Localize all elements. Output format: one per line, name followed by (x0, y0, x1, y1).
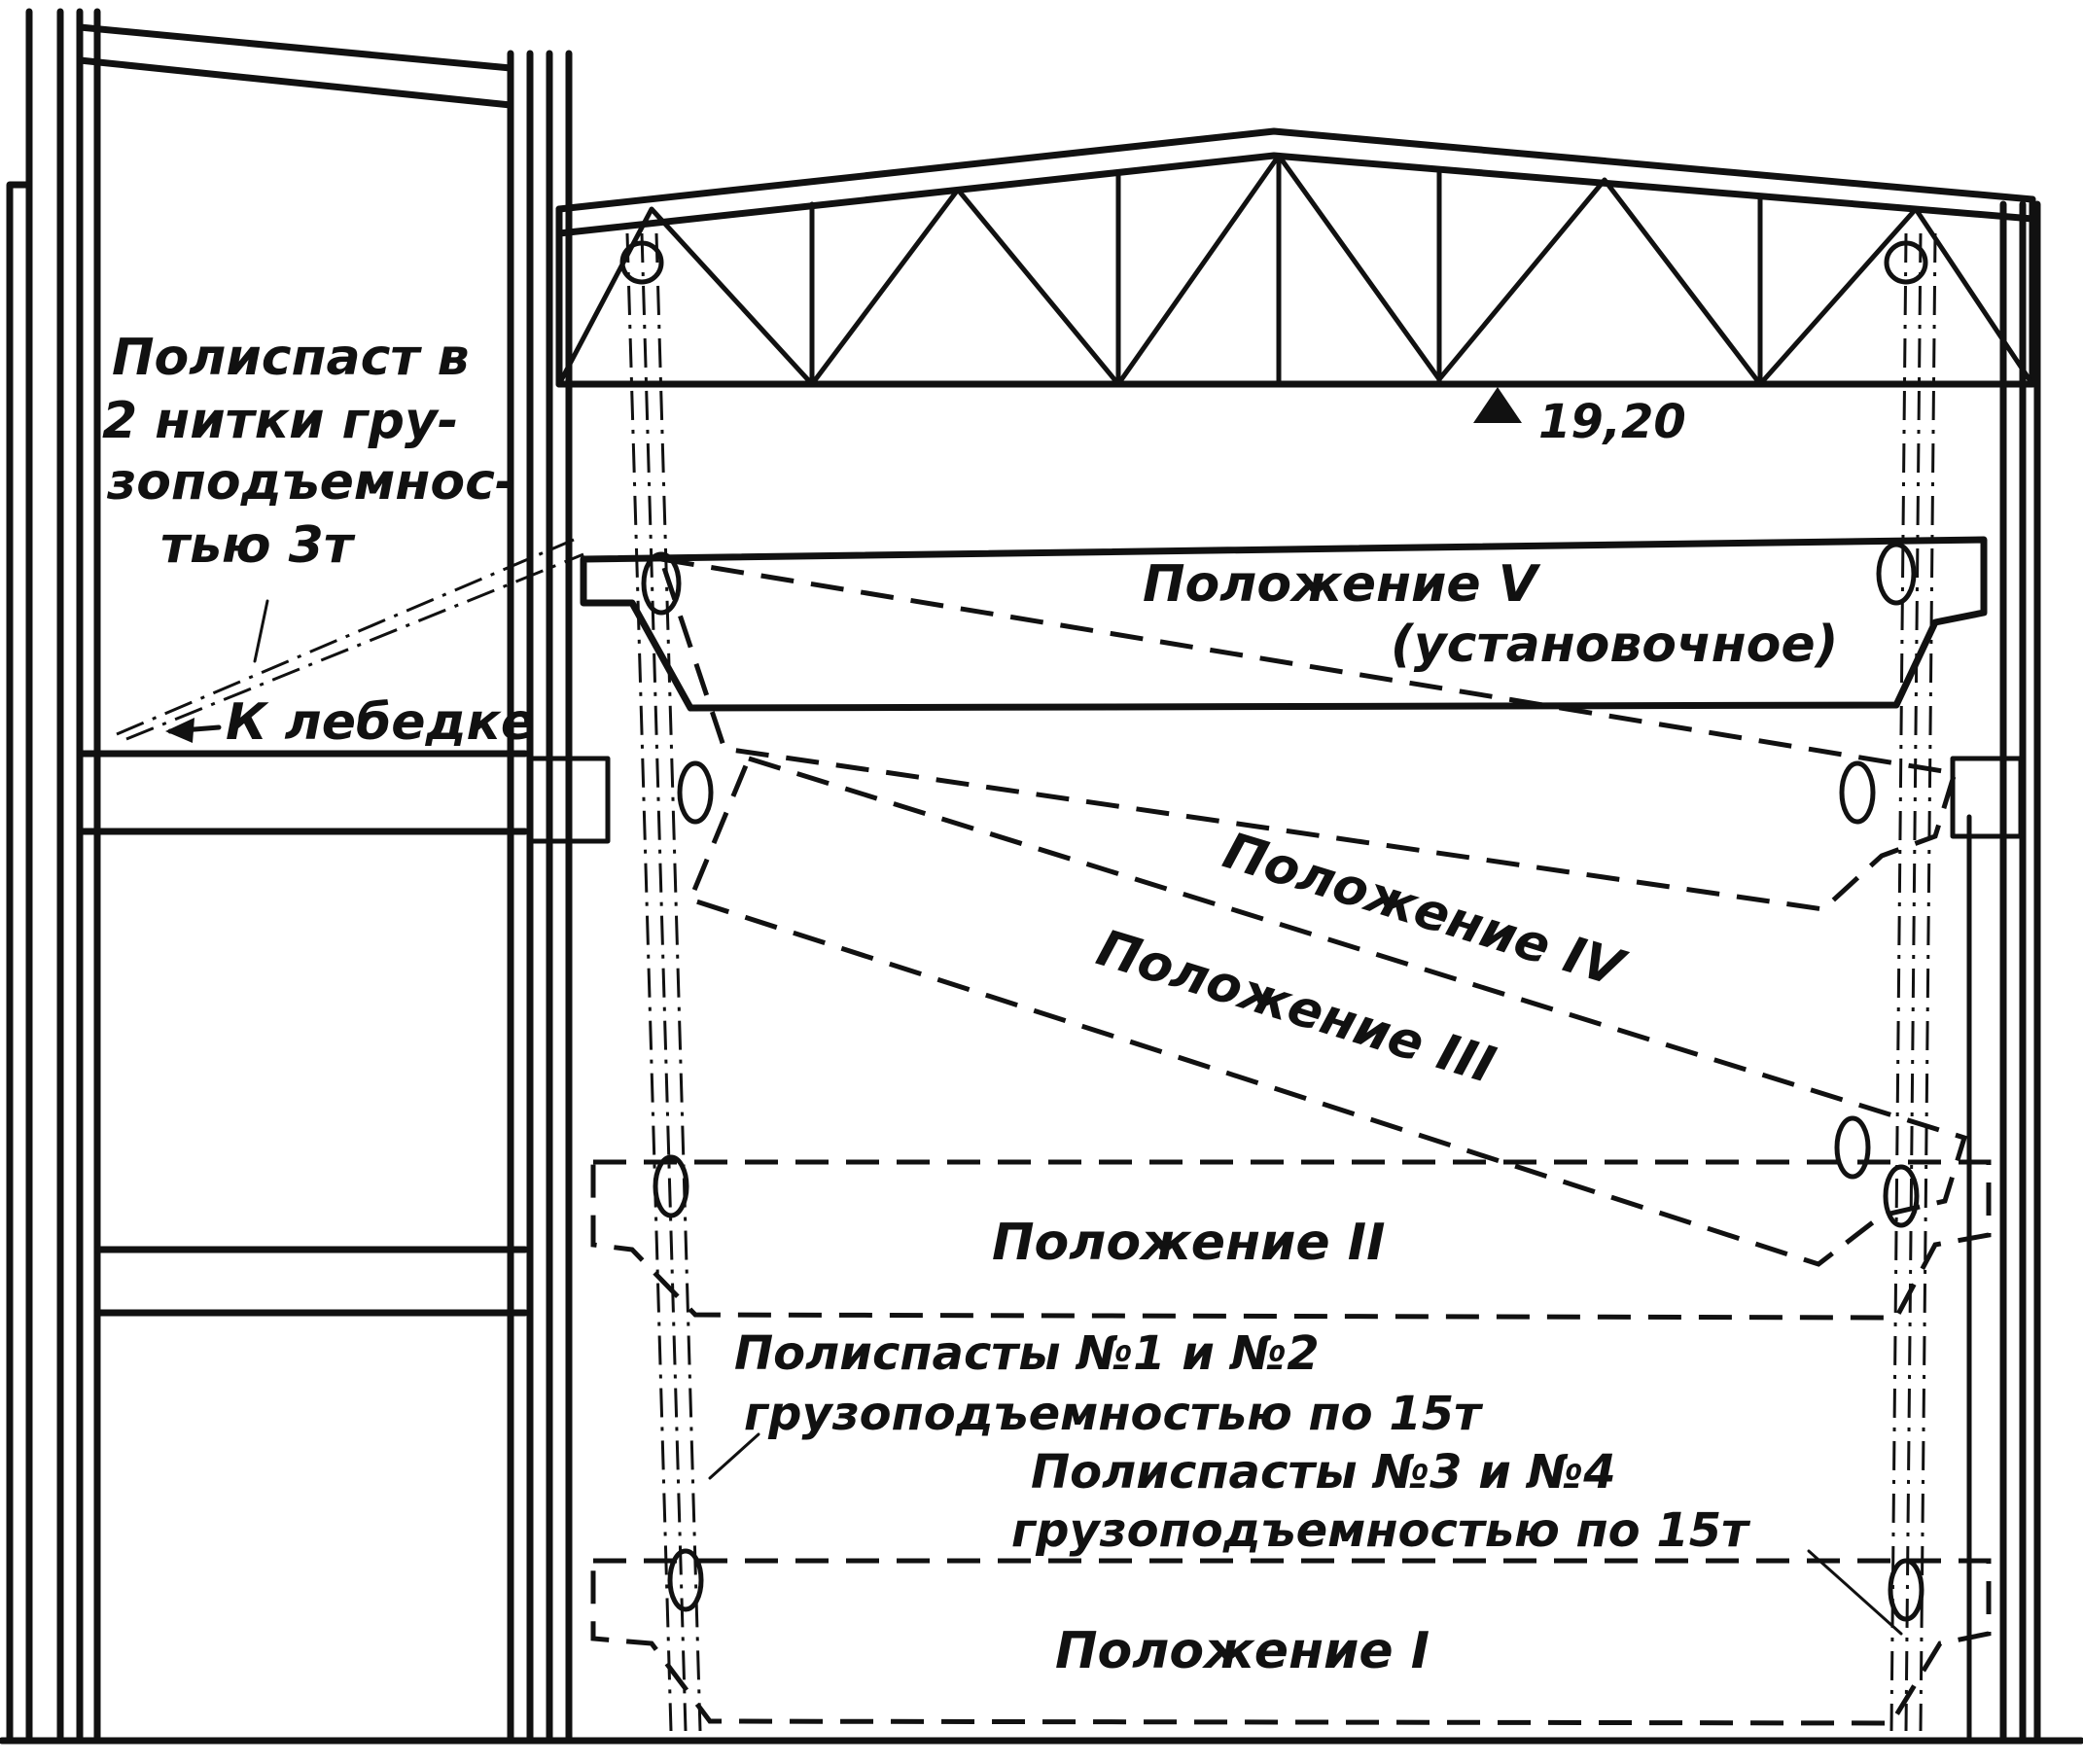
tackle34-line-1: Полиспасты №3 и №4 (1031, 1445, 1616, 1499)
pulley-hook-icon (1884, 240, 1928, 285)
to-winch-label: К лебедке (226, 693, 535, 752)
tackle34-line-2: грузоподъемностью по 15т (1011, 1503, 1751, 1558)
tackle12-line-2: грузоподъемностью по 15т (744, 1387, 1484, 1441)
crane-position-5 (580, 536, 1988, 712)
elevation-marker-icon (1473, 387, 1522, 423)
leader-tackle12 (708, 1432, 760, 1480)
leader-tackle34 (1807, 1549, 1903, 1636)
crane-position-3 (687, 755, 1968, 1267)
leader-winch (253, 599, 269, 663)
roof-truss (555, 127, 2036, 388)
position-5-label: Положение V (1143, 555, 1541, 614)
pulley-hook-icon (1876, 542, 1917, 606)
pulley-hook-icon (1839, 760, 1876, 825)
pulley-hook-icon (667, 1548, 704, 1612)
tackle-small-line-4: тью 3т (160, 516, 356, 575)
tackle-small-line-3: зоподъемнос- (106, 453, 516, 512)
crane-position-4 (657, 555, 1959, 912)
tackle-small-line-2: 2 нитки гру- (102, 392, 459, 450)
pulley-hook-icon (641, 551, 682, 616)
pulley-hook-icon (619, 240, 664, 285)
crane-position-1 (590, 1558, 1992, 1726)
left-building-frame (0, 8, 2083, 1745)
tackle12-line-1: Полиспасты №1 и №2 (734, 1326, 1320, 1381)
position-1-label: Положение I (1055, 1622, 1430, 1680)
pulley-hook-icon (1888, 1558, 1924, 1622)
pulley-hook-icon (653, 1154, 689, 1218)
pulley-blocks (619, 240, 1928, 1622)
position-2-label: Положение II (992, 1214, 1386, 1272)
pulley-hook-icon (677, 760, 714, 825)
tackle-ropes (116, 232, 1937, 1732)
tackle-small-line-1: Полиспаст в (112, 329, 470, 387)
pulley-hook-icon (1834, 1115, 1871, 1180)
right-building-column (1950, 200, 2041, 1745)
position-5-note: (установочное) (1391, 616, 1838, 674)
pulley-hook-icon (1883, 1164, 1920, 1228)
text-labels: Полиспаст в 2 нитки гру- зоподъемнос- ть… (102, 329, 1838, 1680)
elevation-label: 19,20 (1538, 395, 1686, 449)
arrow-icon (165, 718, 194, 743)
crane-position-2 (590, 1159, 1992, 1321)
